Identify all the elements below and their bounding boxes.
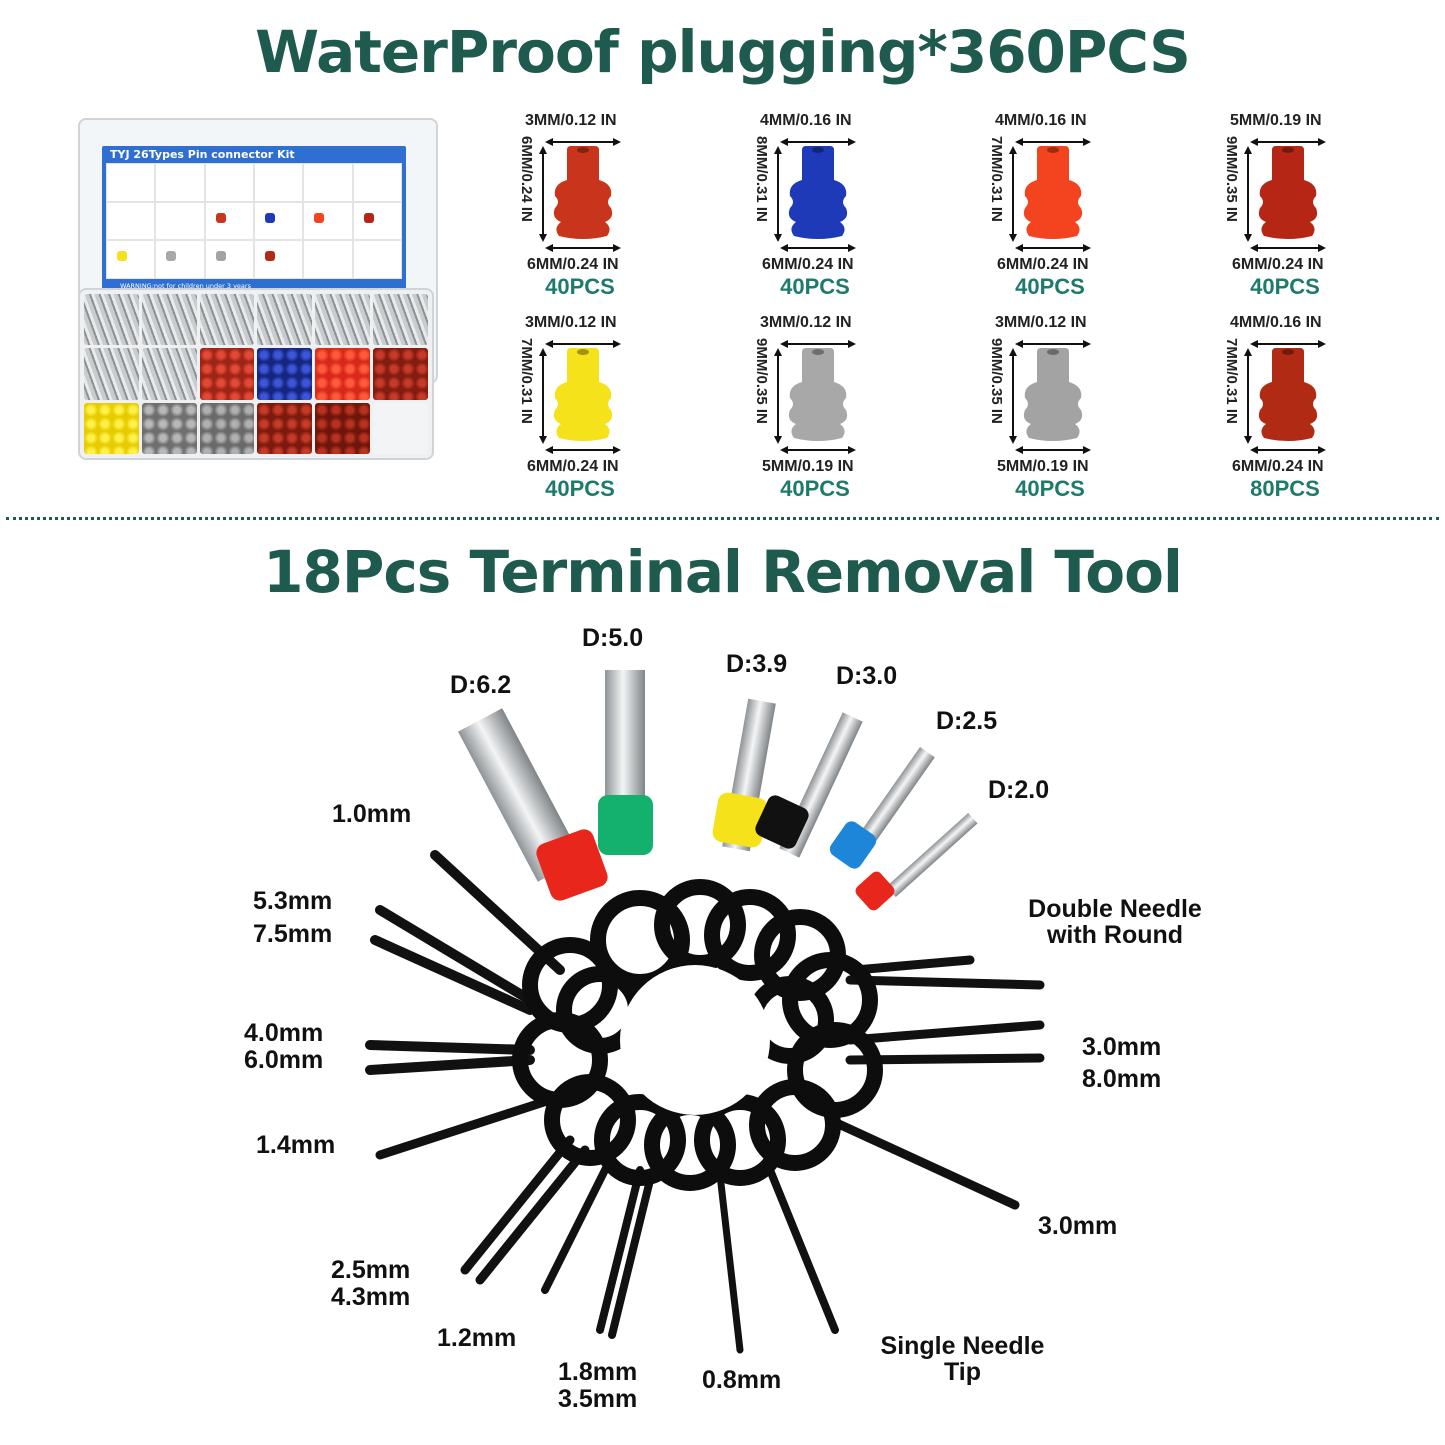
- label-double-needle: Double Needle with Round: [1005, 896, 1225, 949]
- removal-tool-set-illustration: [365, 670, 1045, 1354]
- seal-quantity: 40PCS: [545, 274, 615, 299]
- seal-icon: [539, 138, 621, 252]
- seal-top-dim: 4MM/0.16 IN: [760, 112, 852, 129]
- seal-quantity: 40PCS: [1015, 476, 1085, 501]
- seal-side-dim: 6MM/0.24 IN: [518, 136, 535, 222]
- seal-top-dim: 4MM/0.16 IN: [995, 112, 1087, 129]
- label-d20: D:2.0: [988, 776, 1050, 804]
- label-d39: D:3.9: [726, 650, 788, 678]
- label-3-5mm: 3.5mm: [558, 1385, 638, 1413]
- seal-icon: [539, 340, 621, 454]
- title-removal-tool: 18Pcs Terminal Removal Tool: [263, 538, 1183, 606]
- seal-side-dim: 9MM/0.35 IN: [1223, 136, 1240, 222]
- seal-top-dim: 3MM/0.12 IN: [995, 314, 1087, 331]
- seal-side-dim: 7MM/0.31 IN: [1223, 338, 1240, 424]
- seal-side-dim: 8MM/0.31 IN: [753, 136, 770, 222]
- kit-card-title: TYJ 26Types Pin connector Kit: [110, 148, 295, 161]
- label-5-3mm: 5.3mm: [253, 887, 333, 915]
- seal-quantity: 40PCS: [1015, 274, 1085, 299]
- label-1-8mm: 1.8mm: [558, 1358, 638, 1386]
- seal-quantity: 40PCS: [1250, 274, 1320, 299]
- seal-bottom-dim: 6MM/0.24 IN: [762, 256, 854, 273]
- seal-bottom-dim: 6MM/0.24 IN: [527, 458, 619, 475]
- label-1-4mm: 1.4mm: [256, 1131, 336, 1159]
- label-1-0mm: 1.0mm: [332, 800, 412, 828]
- seal-icon: [774, 138, 856, 252]
- kit-label-card: TYJ 26Types Pin connector Kit WARNING:no…: [102, 146, 406, 292]
- label-d30: D:3.0: [836, 662, 898, 690]
- seal-quantity: 40PCS: [780, 476, 850, 501]
- label-double-needle-line2: with Round: [1046, 921, 1184, 950]
- section-divider: [6, 517, 1439, 520]
- label-8-0mm: 8.0mm: [1082, 1065, 1162, 1093]
- kit-lid: TYJ 26Types Pin connector Kit WARNING:no…: [78, 118, 438, 384]
- label-4-3mm: 4.3mm: [331, 1283, 411, 1311]
- label-4-0mm: 4.0mm: [244, 1019, 324, 1047]
- seal-bottom-dim: 5MM/0.19 IN: [997, 458, 1089, 475]
- title-waterproof: WaterProof plugging*360PCS: [255, 18, 1191, 86]
- seal-top-dim: 3MM/0.12 IN: [760, 314, 852, 331]
- seal-bottom-dim: 6MM/0.24 IN: [1232, 256, 1324, 273]
- label-7-5mm: 7.5mm: [253, 920, 333, 948]
- label-d62: D:6.2: [450, 671, 512, 699]
- kit-tray: [78, 288, 434, 460]
- seal-bottom-dim: 6MM/0.24 IN: [997, 256, 1089, 273]
- label-0-8mm: 0.8mm: [702, 1366, 782, 1394]
- label-single-needle-line2: Tip: [943, 1358, 982, 1387]
- seal-top-dim: 4MM/0.16 IN: [1230, 314, 1322, 331]
- kit-card-grid: [106, 163, 402, 279]
- kit-warning: WARNING:not for children under 3 years: [120, 282, 251, 290]
- seal-icon: [774, 340, 856, 454]
- seal-quantity: 40PCS: [545, 476, 615, 501]
- label-1-2mm: 1.2mm: [437, 1324, 517, 1352]
- seal-quantity: 80PCS: [1250, 476, 1320, 501]
- label-2-5mm: 2.5mm: [331, 1256, 411, 1284]
- seal-top-dim: 5MM/0.19 IN: [1230, 112, 1322, 129]
- seal-side-dim: 9MM/0.35 IN: [988, 338, 1005, 424]
- label-3-0mm-bottom: 3.0mm: [1038, 1212, 1118, 1240]
- seal-bottom-dim: 6MM/0.24 IN: [1232, 458, 1324, 475]
- seal-icon: [1009, 340, 1091, 454]
- seal-side-dim: 9MM/0.35 IN: [753, 338, 770, 424]
- label-3-0mm: 3.0mm: [1082, 1033, 1162, 1061]
- seal-icon: [1009, 138, 1091, 252]
- label-d25: D:2.5: [936, 707, 998, 735]
- label-single-needle-line1: Single Needle: [880, 1332, 1045, 1360]
- seal-quantity: 40PCS: [780, 274, 850, 299]
- connector-kit-box: TYJ 26Types Pin connector Kit WARNING:no…: [78, 100, 438, 465]
- seal-top-dim: 3MM/0.12 IN: [525, 314, 617, 331]
- seal-side-dim: 7MM/0.31 IN: [988, 136, 1005, 222]
- label-double-needle-line1: Double Needle: [1028, 895, 1202, 923]
- seal-top-dim: 3MM/0.12 IN: [525, 112, 617, 129]
- seal-bottom-dim: 6MM/0.24 IN: [527, 256, 619, 273]
- seal-icon: [1244, 340, 1326, 454]
- label-6-0mm: 6.0mm: [244, 1046, 324, 1074]
- label-single-needle: Single Needle Tip: [860, 1333, 1065, 1386]
- seal-icon: [1244, 138, 1326, 252]
- label-d50: D:5.0: [582, 624, 644, 652]
- seal-side-dim: 7MM/0.31 IN: [518, 338, 535, 424]
- seal-bottom-dim: 5MM/0.19 IN: [762, 458, 854, 475]
